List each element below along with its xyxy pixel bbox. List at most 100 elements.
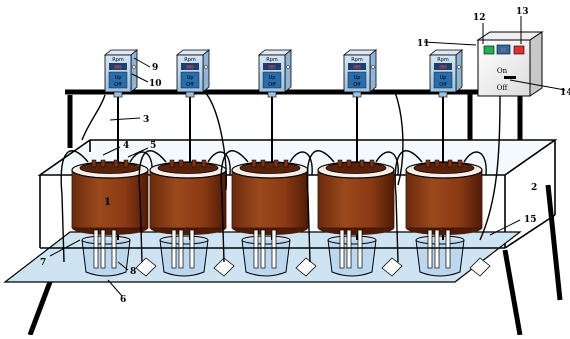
- controller-front-panel: [433, 71, 453, 89]
- outlet-tube: [463, 151, 487, 176]
- reactor-units: Rpm088UpOffRpm088UpOffRpm088UpOffRpm088U…: [60, 49, 491, 277]
- lid-port: [113, 159, 119, 168]
- reactor-vessel: [405, 169, 483, 229]
- controller-up-label: Up: [269, 75, 276, 81]
- green-switch-icon[interactable]: [483, 45, 495, 55]
- lid-port: [346, 159, 352, 168]
- sample-tube: [93, 229, 99, 269]
- sample-card: [469, 257, 491, 277]
- sample-tube: [339, 229, 345, 269]
- callout-13: 13: [516, 7, 529, 17]
- speed-knob-icon[interactable]: [457, 65, 461, 69]
- motor-neck: [352, 91, 362, 98]
- controller-front-panel: [108, 71, 128, 89]
- controller-side: [202, 49, 210, 93]
- controller-off-label: Off: [439, 82, 447, 88]
- control-box-display-value: 88: [501, 48, 506, 53]
- controller-side: [455, 49, 463, 93]
- speed-knob-icon[interactable]: [371, 65, 375, 69]
- speed-knob-icon[interactable]: [132, 65, 136, 69]
- controller-up-label: Up: [354, 75, 361, 81]
- callout-7: 7: [40, 258, 46, 268]
- callout-4: 4: [123, 141, 129, 151]
- controller-front-panel: [347, 71, 367, 89]
- controller-display-value: 088: [268, 65, 276, 70]
- controller-brand: Rpm: [437, 57, 449, 63]
- reactor-vessel: [317, 169, 395, 229]
- beaker-rim: [81, 235, 131, 245]
- vessel-lid-top: [325, 162, 387, 174]
- lid-port: [260, 159, 266, 168]
- sample-tube: [189, 229, 195, 269]
- controller-brand: Rpm: [112, 57, 124, 63]
- beaker-rim: [159, 235, 209, 245]
- callout-10: 10: [149, 79, 162, 89]
- controller-display: [109, 63, 127, 70]
- controller-up-label: Up: [440, 75, 447, 81]
- controller-off-label: Off: [353, 82, 361, 88]
- lid-port: [191, 159, 197, 168]
- controller-display-value: 088: [114, 65, 122, 70]
- controller-display: [434, 63, 452, 70]
- lid-port: [251, 159, 257, 168]
- gas-tube: [394, 150, 423, 263]
- controller-up-label: Up: [187, 75, 194, 81]
- main-power-toggle[interactable]: [504, 76, 516, 79]
- callout-8: 8: [130, 267, 136, 277]
- sample-tube: [111, 229, 117, 269]
- sample-tube: [346, 229, 352, 269]
- callout-5: 5: [150, 141, 156, 151]
- lid-port: [369, 159, 375, 168]
- controller-display-value: 088: [439, 65, 447, 70]
- sample-tube: [434, 229, 440, 269]
- lid-port: [337, 159, 343, 168]
- controller-brand: Rpm: [351, 57, 363, 63]
- callout-labels: 9 10 3 4 5 1 2 15 7 8 6 11 12 13 14: [40, 7, 570, 305]
- collection-beaker: [415, 239, 465, 277]
- collection-beaker: [81, 239, 131, 277]
- controller-display-value: 088: [353, 65, 361, 70]
- lid-port: [91, 159, 97, 168]
- controller-off-label: Off: [186, 82, 194, 88]
- speed-knob-icon[interactable]: [286, 65, 290, 69]
- reactor-vessel: [71, 169, 149, 229]
- outlet-tube: [289, 151, 313, 176]
- sample-tube: [178, 229, 184, 269]
- motor-neck: [438, 91, 448, 98]
- controller-front-panel: [180, 71, 200, 89]
- callout-14: 14: [560, 88, 570, 98]
- sample-tube: [253, 229, 259, 269]
- beaker-rim: [415, 235, 465, 245]
- collection-beaker: [159, 239, 209, 277]
- callout-6: 6: [120, 295, 126, 305]
- reactor-vessel: [231, 169, 309, 229]
- sample-tube: [260, 229, 266, 269]
- speed-knob-icon[interactable]: [204, 65, 208, 69]
- reactor-vessel: [149, 169, 227, 229]
- controller-front-panel: [262, 71, 282, 89]
- beaker-rim: [241, 235, 291, 245]
- red-switch-icon[interactable]: [513, 45, 525, 55]
- vessel-lid-top: [413, 162, 475, 174]
- beaker-rim: [327, 235, 377, 245]
- callout-15: 15: [524, 215, 537, 225]
- sample-tube: [427, 229, 433, 269]
- callout-3: 3: [143, 115, 149, 125]
- vessel-lid-top: [239, 162, 301, 174]
- lid-port: [178, 159, 184, 168]
- sample-card: [213, 257, 235, 277]
- sample-card: [381, 257, 403, 277]
- power-cables: [81, 91, 501, 241]
- controller-display: [181, 63, 199, 70]
- callout-11: 11: [417, 39, 430, 49]
- controller-side: [130, 49, 138, 93]
- controller-up-label: Up: [115, 75, 122, 81]
- lid-port: [457, 159, 463, 168]
- lid-port: [123, 159, 129, 168]
- callout-2: 2: [531, 183, 537, 193]
- gas-tube: [306, 150, 335, 263]
